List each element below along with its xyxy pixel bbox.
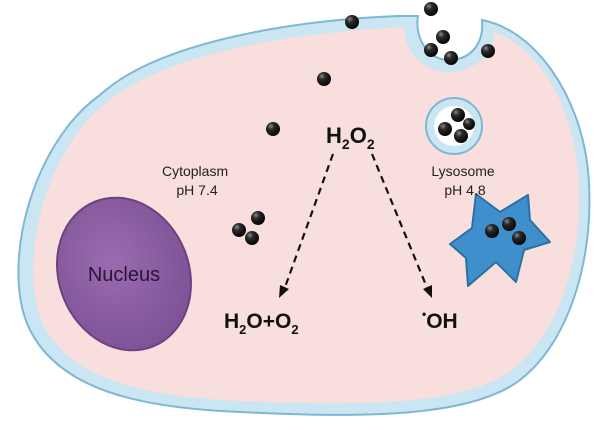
hydroxyl-radical-label: •OH [422, 307, 458, 333]
nanoparticle [424, 2, 438, 16]
nanoparticle [485, 224, 499, 238]
lysosome [449, 193, 551, 287]
water-oxygen-label: H2O+O2 [224, 310, 299, 337]
nanoparticle [266, 122, 280, 136]
nanoparticle [424, 43, 438, 57]
nanoparticles [232, 2, 526, 245]
nanoparticle [251, 211, 265, 225]
nanoparticle [232, 223, 246, 237]
nanoparticle [317, 72, 331, 86]
nanoparticle [438, 122, 452, 136]
arrow-to-water-oxygen [282, 153, 335, 291]
nanoparticle [463, 118, 475, 130]
reaction-arrows [279, 153, 432, 298]
nucleus-label: Nucleus [88, 264, 160, 286]
cytoplasm-label: Cytoplasm pH 7.4 [162, 163, 232, 198]
lysosome-body [449, 193, 551, 287]
nanoparticle [481, 44, 495, 58]
h2o2-label: H2O2 [326, 123, 375, 152]
nanoparticle [245, 231, 259, 245]
nanoparticle [512, 231, 526, 245]
arrowhead-right [423, 285, 432, 298]
arrowhead-left [279, 285, 289, 298]
lysosome-label: Lysosome pH 4.8 [431, 163, 498, 198]
nanoparticle [436, 30, 450, 44]
nanoparticle [502, 217, 516, 231]
nanoparticle [444, 51, 458, 65]
nanoparticle [451, 108, 465, 122]
nanoparticle [345, 15, 359, 29]
nucleus: Nucleus [56, 196, 192, 352]
nanoparticle [454, 129, 468, 143]
arrow-to-hydroxyl [370, 153, 430, 291]
